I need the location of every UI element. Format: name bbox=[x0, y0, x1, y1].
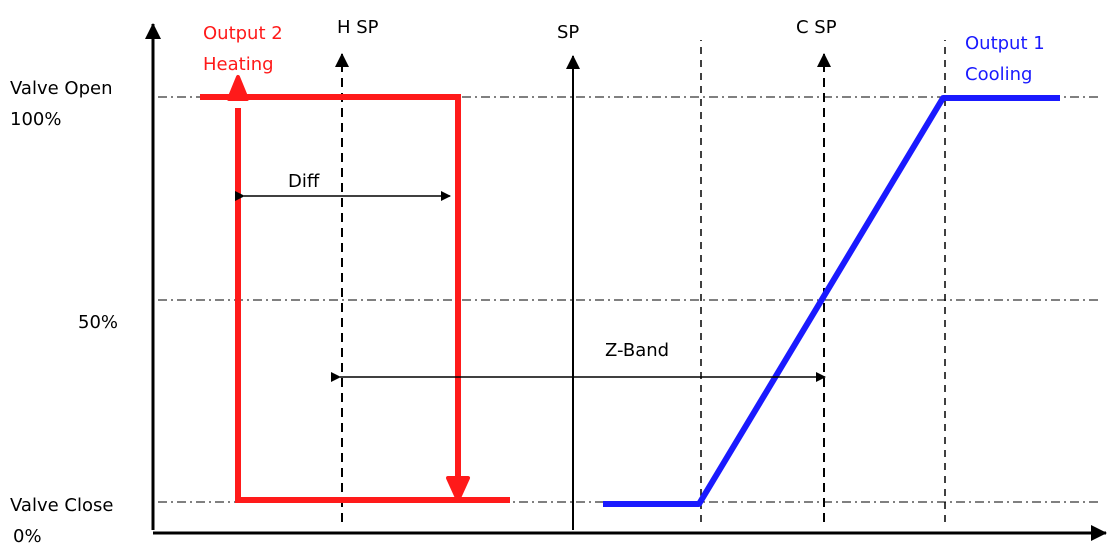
zband-label: Z-Band bbox=[605, 340, 669, 361]
diff-label: Diff bbox=[288, 171, 320, 192]
output2-label-line1: Output 2 bbox=[203, 23, 283, 44]
valve-close-label-line2: 0% bbox=[13, 526, 42, 547]
output1-label-line1: Output 1 bbox=[965, 33, 1045, 54]
valve-close-label-line1: Valve Close bbox=[10, 495, 113, 516]
valve-open-label-line1: Valve Open bbox=[10, 78, 112, 99]
valve-open-label-line2: 100% bbox=[10, 109, 61, 130]
cooling-output bbox=[603, 95, 1060, 507]
fifty-label: 50% bbox=[78, 312, 118, 333]
hsp-label: H SP bbox=[337, 17, 379, 38]
csp-label: C SP bbox=[796, 17, 837, 38]
output1-label-line2: Cooling bbox=[965, 64, 1032, 85]
heating-output bbox=[200, 75, 510, 503]
sp-label: SP bbox=[557, 22, 579, 43]
output2-label-line2: Heating bbox=[203, 54, 274, 75]
